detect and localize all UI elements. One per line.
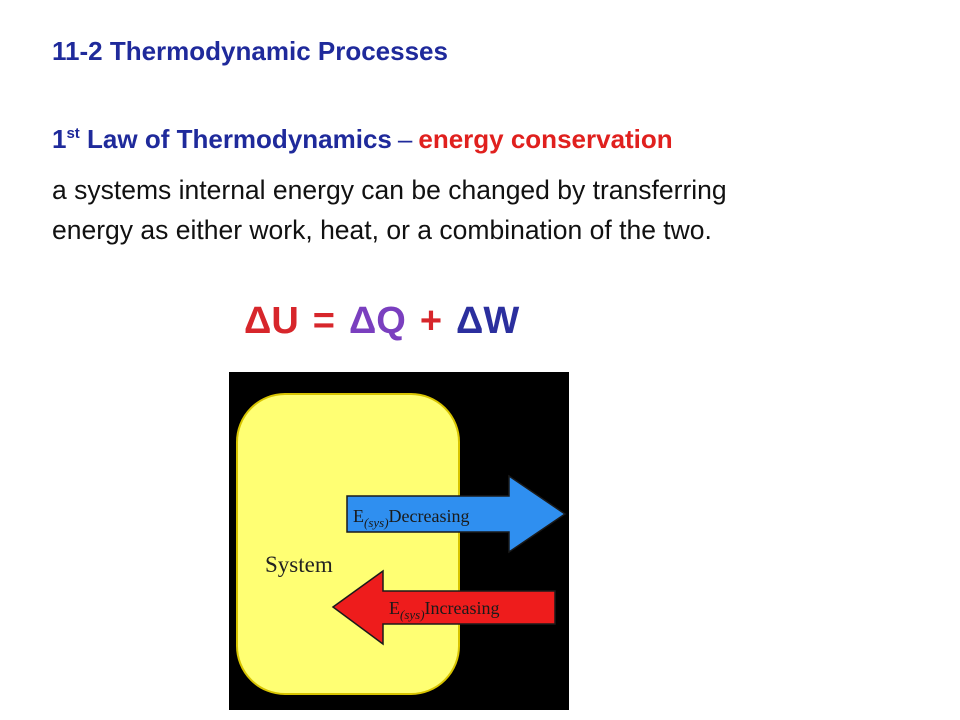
arrow-in-increasing: [331, 569, 556, 646]
equation-equals: =: [312, 300, 335, 342]
law-superscript: st: [66, 125, 80, 142]
law-heading: 1st Law of Thermodynamics–energy conserv…: [52, 124, 673, 155]
body-text: a systems internal energy can be changed…: [52, 170, 932, 250]
equation-delta-q: ΔQ: [348, 300, 406, 342]
arrow-out-label: E(sys)Decreasing: [353, 506, 470, 530]
equation-delta-u: ΔU: [244, 300, 299, 342]
equation-delta-w: ΔW: [456, 300, 520, 342]
system-energy-diagram: System E(sys)Decreasing E(sys)Increasing: [229, 372, 569, 710]
system-box: [236, 393, 460, 695]
first-law-equation: ΔU = ΔQ + ΔW: [244, 300, 519, 343]
law-subtitle: energy conservation: [418, 124, 673, 154]
law-number: 1: [52, 124, 67, 154]
arrow-in-label: E(sys)Increasing: [389, 598, 500, 622]
slide-title: 11-2 Thermodynamic Processes: [52, 36, 448, 66]
body-line-1: a systems internal energy can be changed…: [52, 175, 727, 205]
law-name: Law of Thermodynamics: [79, 124, 392, 154]
law-dash: –: [397, 124, 413, 154]
body-line-2: energy as either work, heat, or a combin…: [52, 215, 712, 245]
equation-plus: +: [419, 300, 443, 342]
system-label: System: [265, 552, 333, 577]
arrow-out-decreasing: [346, 474, 567, 554]
